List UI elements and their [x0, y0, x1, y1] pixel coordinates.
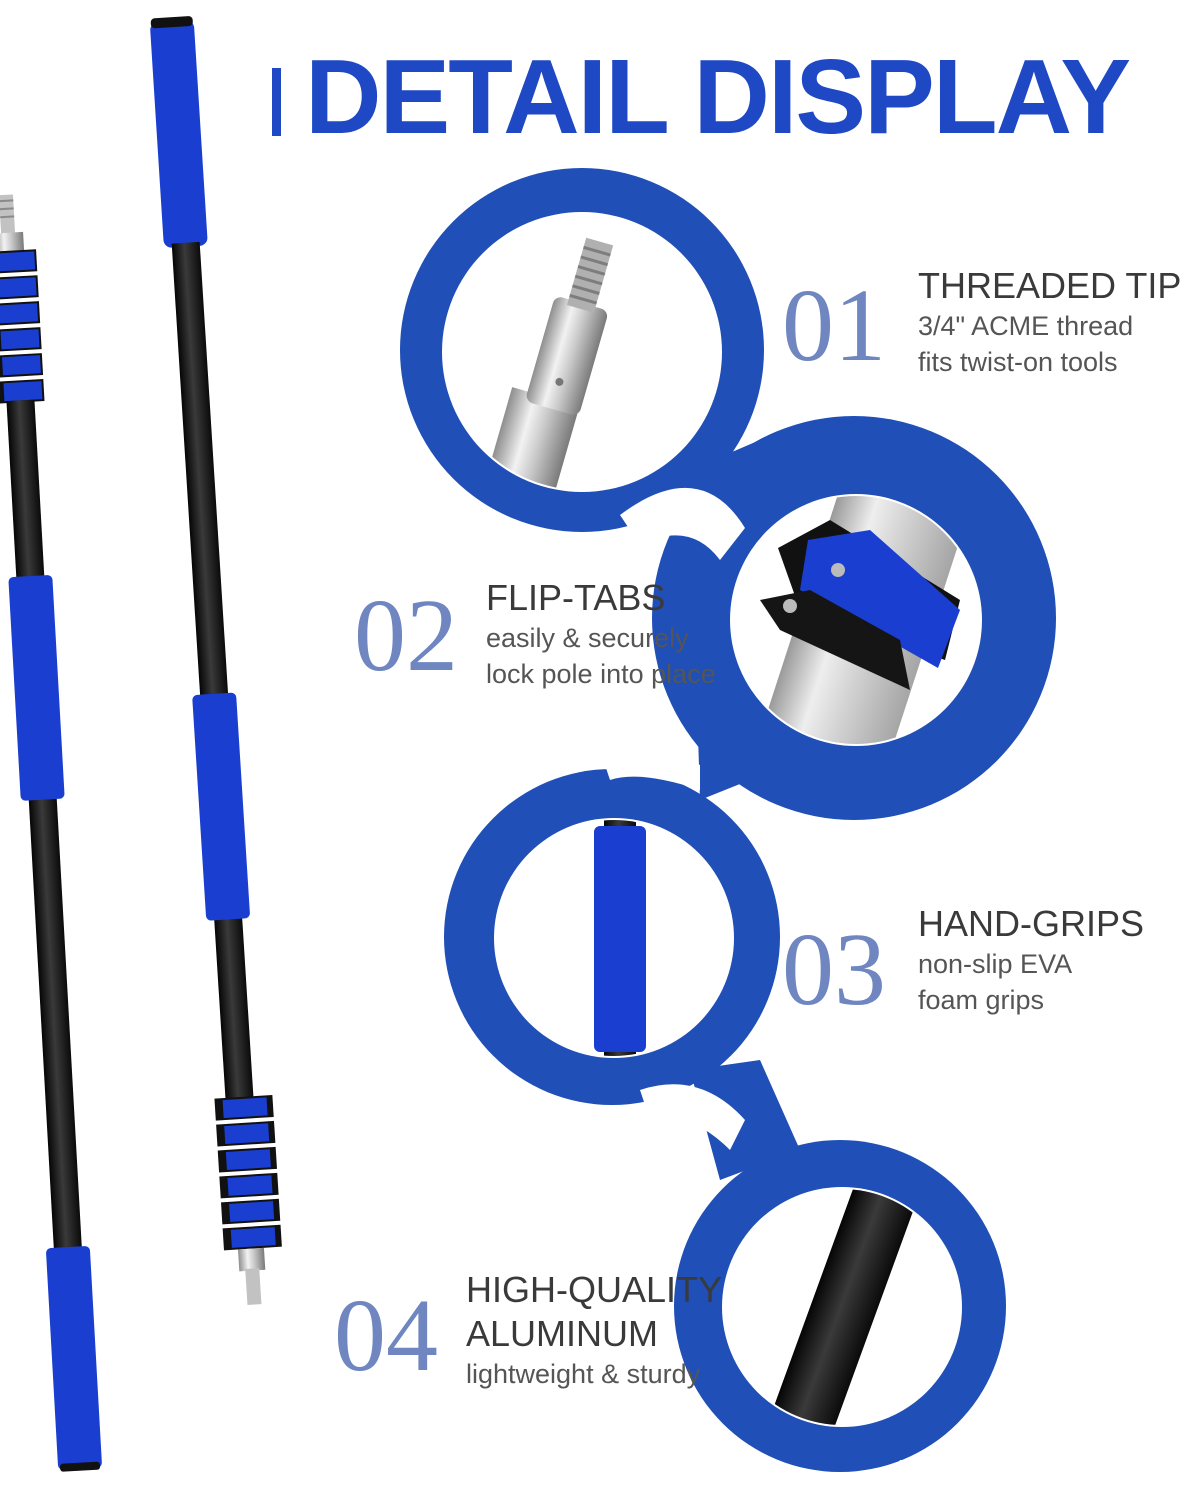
feature-desc-line: 3/4" ACME thread [918, 311, 1134, 341]
flip-tabs-left [0, 249, 45, 404]
feature-heading: FLIP-TABS [486, 577, 666, 618]
feature-hand-grips: HAND-GRIPS non-slip EVA foam grips [918, 902, 1144, 1018]
feature-aluminum: HIGH-QUALITY ALUMINUM lightweight & stur… [466, 1268, 722, 1392]
flip-tab-closeup [747, 496, 980, 744]
feature-desc-line: fits twist-on tools [918, 347, 1118, 377]
feature-heading: THREADED TIP [918, 265, 1182, 306]
page-title: DETAIL DISPLAY [305, 38, 1131, 156]
aluminum-pole-closeup [758, 1189, 928, 1425]
telescopic-pole-left [0, 194, 102, 1472]
title-accent-bar [272, 68, 281, 136]
feature-flip-tabs: FLIP-TABS easily & securely lock pole in… [486, 576, 716, 692]
feature-heading: HIGH-QUALITY [466, 1269, 723, 1310]
feature-threaded-tip: THREADED TIP 3/4" ACME thread fits twist… [918, 264, 1181, 380]
hand-grip-closeup [594, 820, 646, 1056]
feature-number-04: 04 [334, 1278, 438, 1393]
feature-desc-line: non-slip EVA [918, 949, 1073, 979]
feature-desc-line: lock pole into place [486, 659, 716, 689]
feature-number-02: 02 [354, 578, 458, 693]
feature-heading: ALUMINUM [466, 1313, 659, 1354]
telescopic-pole-right [150, 16, 282, 1305]
flip-tabs-right [214, 1094, 282, 1251]
feature-desc-line: easily & securely [486, 623, 689, 653]
feature-heading: HAND-GRIPS [918, 903, 1145, 944]
feature-number-01: 01 [782, 268, 886, 383]
feature-number-03: 03 [782, 912, 886, 1027]
feature-desc-line: foam grips [918, 985, 1045, 1015]
feature-desc-line: lightweight & sturdy [466, 1359, 701, 1389]
